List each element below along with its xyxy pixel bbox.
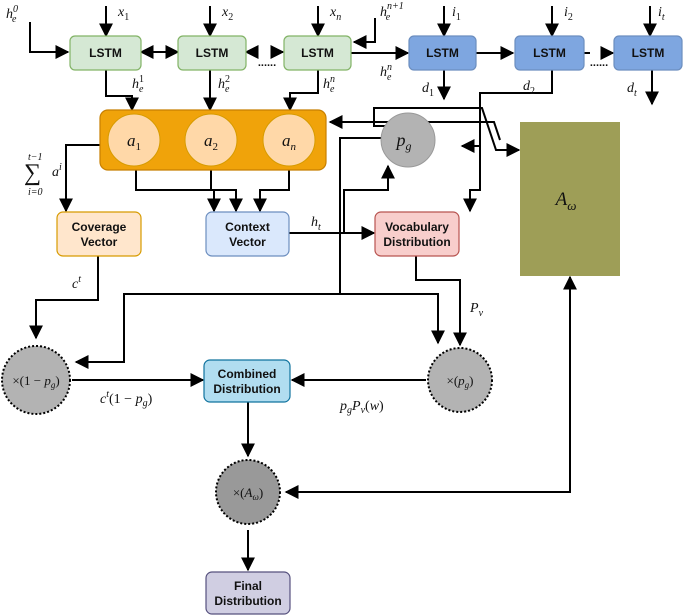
edge-aomega-bottom-op [284, 275, 577, 499]
sum-lower: i=0 [28, 187, 43, 198]
gen-prob: pg [380, 112, 436, 168]
coverage-vector-line2: Vector [81, 235, 118, 249]
edge-coverage-to-left-op [29, 256, 99, 340]
edge-hn1 [352, 18, 376, 49]
encoder-lstm-1 [69, 35, 142, 71]
edge-hen [283, 70, 319, 112]
label-x2: x2 [221, 5, 233, 23]
attention-block: a1 a2 an t−1 ∑ ai i=0 [24, 109, 327, 198]
label-ht: ht [311, 215, 321, 233]
coverage-box: Coverage Vector [56, 211, 142, 257]
sum-sigma: ∑ [24, 160, 41, 186]
decoder-lstm-t-label: LSTM [632, 46, 665, 60]
decoder-lstm-1-label: LSTM [426, 46, 459, 60]
label-ct: ct [72, 274, 81, 292]
decoder: LSTM LSTM ...... LSTM i1 i2 it d1 d2 dt [408, 5, 683, 99]
encoder-ellipsis: ...... [258, 57, 276, 69]
combined-distribution-box [203, 359, 291, 403]
bottom-multiply-label: ×(Aω) [233, 485, 263, 502]
edges [29, 6, 659, 572]
right-multiply-node [427, 347, 493, 413]
final-distribution-line2: Distribution [214, 594, 281, 608]
edge-he1 [105, 70, 139, 112]
label-x1: x1 [117, 5, 129, 23]
edge-aomega-to-attention [328, 115, 501, 141]
left-op: ×(1 − pg) [1, 345, 71, 415]
right-op: ×(pg) [427, 347, 493, 413]
decoder-lstm-t [613, 35, 683, 71]
sum-upper: t−1 [28, 152, 43, 163]
coverage-vector-line1: Coverage [72, 220, 127, 234]
final-distribution-line1: Final [234, 579, 262, 593]
vocabulary-distribution-box [374, 211, 460, 257]
attention-node-a2 [184, 113, 238, 167]
edge-d2-to-pg [460, 70, 553, 153]
sum-term: ai [52, 162, 62, 180]
decoder-lstm-2 [514, 35, 585, 71]
edge-dec-to-vocab [463, 146, 481, 213]
bottom-op: ×(Aω) [215, 459, 281, 525]
label-pv-weighted: pgPv(w) [339, 399, 384, 416]
edge-context-to-pg [343, 164, 395, 233]
vocabulary-distribution-line1: Vocabulary [385, 220, 449, 234]
label-xn: xn [329, 5, 341, 23]
final-distribution-box [205, 571, 291, 615]
combined-distribution-line2: Distribution [213, 382, 280, 396]
edge-h0-to-lstm1 [29, 22, 70, 59]
decoder-lstm-1 [408, 35, 477, 71]
left-multiply-node [1, 345, 71, 415]
encoder-lstm-2 [177, 35, 247, 71]
vocab-box: Vocabulary Distribution [374, 211, 460, 257]
context-vector-line1: Context [225, 220, 270, 234]
decoder-ellipsis: ...... [590, 57, 608, 69]
edge-pg-to-right-op [340, 293, 445, 345]
left-multiply-label: ×(1 − pg) [12, 373, 59, 390]
edge-pg-to-left-op [74, 137, 384, 369]
edge-an-to-context [253, 170, 290, 213]
vocabulary-distribution-line2: Distribution [383, 235, 450, 249]
pg-node [380, 112, 436, 168]
attention-node-an [262, 113, 316, 167]
label-ct-weighted: ct(1 − pg) [100, 389, 153, 409]
context-vector-line2: Vector [229, 235, 266, 249]
label-dt: dt [627, 81, 637, 99]
label-it: it [658, 5, 665, 23]
a-omega: Aω [520, 122, 620, 276]
final-box: Final Distribution [205, 571, 291, 615]
label-i2: i2 [564, 5, 573, 23]
label-i1: i1 [452, 5, 461, 23]
combined-box: Combined Distribution [203, 359, 291, 403]
label-d2: d2 [523, 79, 535, 97]
edge-a1-to-context [135, 170, 221, 213]
context-box: Context Vector [205, 211, 290, 257]
encoder-lstm-2-label: LSTM [196, 46, 229, 60]
context-vector-box [205, 211, 290, 257]
attention-node-a1 [107, 113, 161, 167]
a-omega-block [520, 122, 620, 276]
coverage-vector-box [56, 211, 142, 257]
bottom-multiply-node [215, 459, 281, 525]
coverage-sum-label: t−1 ∑ ai i=0 [24, 152, 62, 198]
combined-distribution-line1: Combined [218, 367, 277, 381]
decoder-lstm-2-label: LSTM [533, 46, 566, 60]
encoder-lstm-1-label: LSTM [89, 46, 122, 60]
right-multiply-label: ×(pg) [446, 373, 473, 390]
label-pv: Pv [469, 301, 484, 319]
edge-att-to-coverage [59, 144, 100, 213]
label-d1: d1 [422, 81, 434, 99]
edge-pg-to-aomega [373, 107, 521, 157]
encoder-lstm-n-label: LSTM [301, 46, 334, 60]
encoder-lstm-n [283, 35, 352, 71]
